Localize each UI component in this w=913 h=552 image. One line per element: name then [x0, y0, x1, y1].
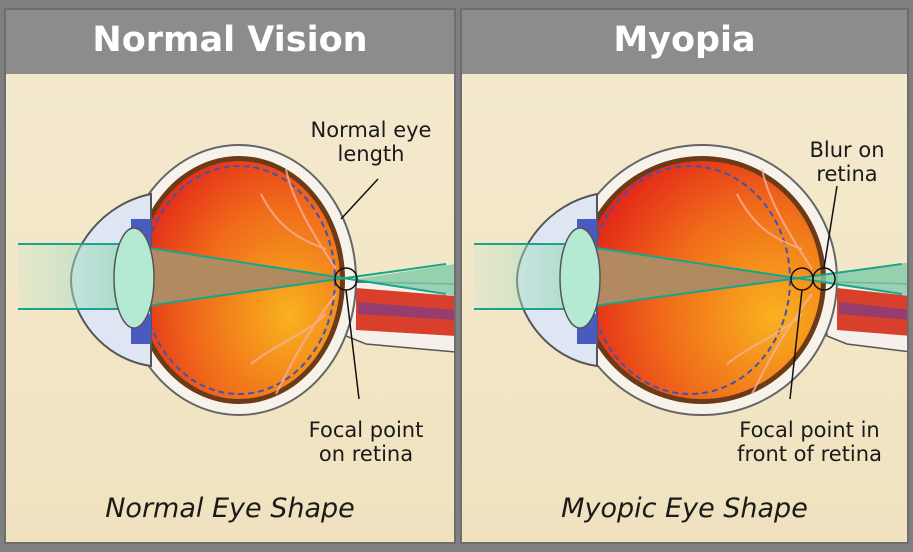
- label-line: length: [296, 142, 446, 166]
- label-line: retina: [792, 162, 902, 186]
- myopic-eye-illustration: [462, 74, 909, 474]
- label-focal-point-on-retina: Focal point on retina: [291, 418, 441, 466]
- label-line: on retina: [291, 442, 441, 466]
- label-line: Focal point in: [717, 418, 902, 442]
- panel-caption: Normal Eye Shape: [6, 493, 454, 524]
- label-normal-eye-length: Normal eye length: [296, 118, 446, 166]
- lens: [114, 228, 154, 328]
- panel-title: Myopia: [462, 10, 907, 74]
- lens: [560, 228, 600, 328]
- label-blur-on-retina: Blur on retina: [792, 138, 902, 186]
- label-line: front of retina: [717, 442, 902, 466]
- normal-vision-panel: Normal Vision: [4, 8, 456, 544]
- label-line: Focal point: [291, 418, 441, 442]
- panel-caption: Myopic Eye Shape: [462, 493, 907, 524]
- panel-title: Normal Vision: [6, 10, 454, 74]
- label-focal-point-in-front: Focal point in front of retina: [717, 418, 902, 466]
- label-line: Blur on: [792, 138, 902, 162]
- leader-line-top: [341, 179, 378, 219]
- myopia-panel: Myopia: [460, 8, 909, 544]
- label-line: Normal eye: [296, 118, 446, 142]
